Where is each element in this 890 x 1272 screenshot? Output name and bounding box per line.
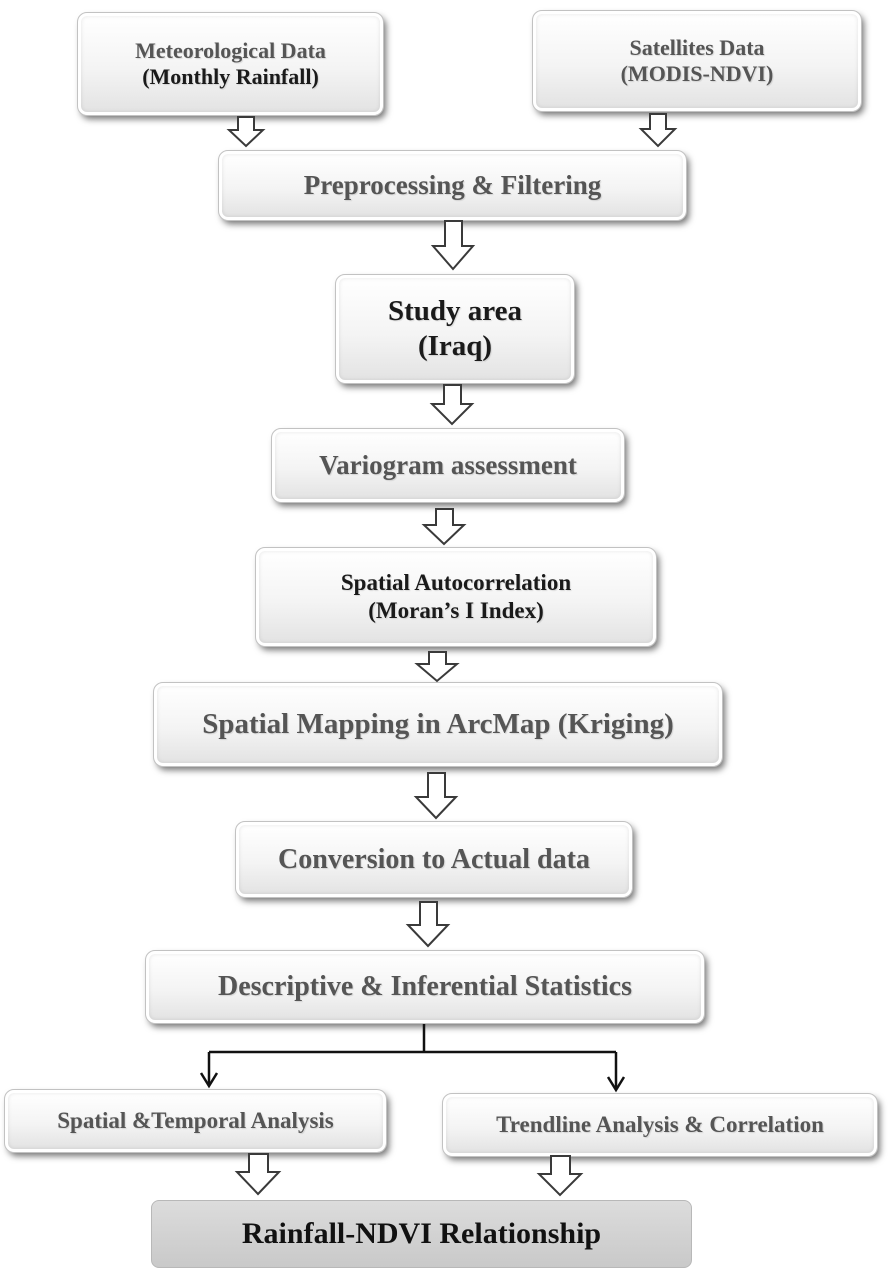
block-arrow-variogram-to-autocorrelation — [421, 508, 467, 546]
spatial-mapping-box: Spatial Mapping in ArcMap (Kriging) — [153, 682, 723, 767]
block-arrow-autocorrelation-to-mapping — [414, 651, 460, 683]
result-box: Rainfall-NDVI Relationship — [151, 1200, 692, 1268]
split-connector — [199, 1024, 626, 1093]
block-arrow-study-area-to-variogram — [429, 384, 475, 426]
result-label: Rainfall-NDVI Relationship — [241, 1217, 602, 1250]
spatial-mapping-label: Spatial Mapping in ArcMap (Kriging) — [202, 708, 674, 741]
monthly-rainfall-label: (Monthly Rainfall) — [142, 64, 319, 89]
study-area-box: Study area (Iraq) — [335, 274, 575, 384]
block-arrow-meteorological-to-preprocessing — [226, 116, 266, 148]
block-arrow-satellites-to-preprocessing — [638, 113, 678, 148]
block-arrow-mapping-to-conversion — [413, 772, 459, 820]
trendline-box: Trendline Analysis & Correlation — [442, 1093, 878, 1157]
block-arrow-spatial-temporal-to-result — [234, 1153, 282, 1196]
conversion-box: Conversion to Actual data — [235, 821, 633, 898]
meteorological-data-label: Meteorological Data — [135, 37, 326, 63]
spatial-temporal-label: Spatial &Temporal Analysis — [57, 1108, 334, 1134]
statistics-box: Descriptive & Inferential Statistics — [145, 950, 705, 1024]
spatial-autocorrelation-box: Spatial Autocorrelation (Moran’s I Index… — [255, 547, 657, 647]
conversion-label: Conversion to Actual data — [278, 843, 590, 875]
block-arrow-preprocessing-to-study-area — [430, 220, 476, 271]
spatial-temporal-box: Spatial &Temporal Analysis — [4, 1089, 387, 1153]
block-arrow-trendline-to-result — [536, 1155, 584, 1197]
study-area-label: Study area — [387, 295, 522, 328]
statistics-label: Descriptive & Inferential Statistics — [218, 971, 632, 1003]
morans-i-label: (Moran’s I Index) — [368, 598, 544, 623]
variogram-label: Variogram assessment — [319, 450, 577, 481]
satellites-data-label: Satellites Data — [629, 34, 765, 60]
preprocessing-label: Preprocessing & Filtering — [303, 170, 602, 201]
modis-ndvi-label: (MODIS-NDVI) — [620, 61, 774, 86]
block-arrow-conversion-to-statistics — [405, 901, 451, 948]
satellites-data-box: Satellites Data (MODIS-NDVI) — [532, 10, 862, 112]
preprocessing-box: Preprocessing & Filtering — [218, 150, 687, 221]
spatial-autocorrelation-label: Spatial Autocorrelation — [340, 570, 572, 596]
trendline-label: Trendline Analysis & Correlation — [496, 1112, 824, 1138]
variogram-box: Variogram assessment — [271, 428, 625, 503]
meteorological-data-box: Meteorological Data (Monthly Rainfall) — [77, 12, 384, 116]
iraq-label: (Iraq) — [417, 330, 493, 362]
